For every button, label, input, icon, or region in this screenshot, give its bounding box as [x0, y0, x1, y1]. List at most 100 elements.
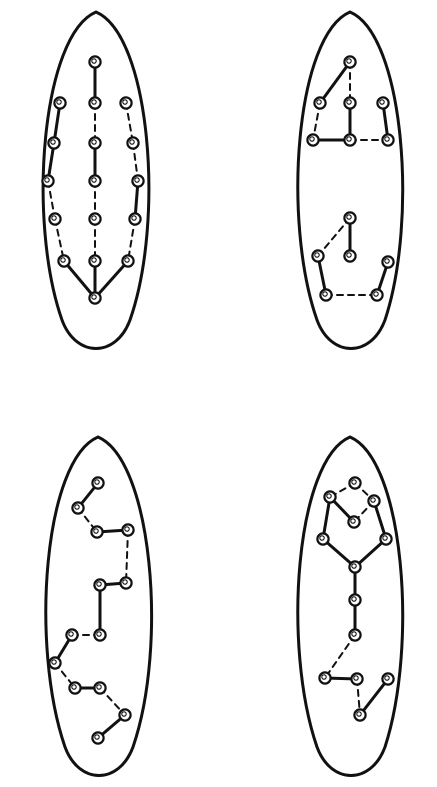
panel-bottom-left-atom — [94, 682, 105, 693]
panel-bottom-right-atom — [354, 709, 365, 720]
panel-top-left-atom — [89, 213, 100, 224]
atom-outer-ring — [320, 289, 331, 300]
atom-outer-ring — [349, 594, 360, 605]
atom-outer-ring — [122, 524, 133, 535]
panel-bottom-right-atom — [380, 533, 391, 544]
panel-bottom-left-atom — [122, 524, 133, 535]
panel-bottom-left-atom — [91, 526, 102, 537]
panel-top-left-atom — [132, 175, 143, 186]
atom-outer-ring — [94, 682, 105, 693]
atom-outer-ring — [69, 682, 80, 693]
panel-bottom-left-atom — [94, 629, 105, 640]
panel-top-left-atom — [42, 175, 53, 186]
panel-top-right-atom — [344, 56, 355, 67]
atom-outer-ring — [54, 97, 65, 108]
atom-outer-ring — [307, 134, 318, 145]
atom-outer-ring — [348, 516, 359, 527]
panel-top-right-atom — [344, 134, 355, 145]
atom-outer-ring — [42, 175, 53, 186]
panel-top-left-atom — [89, 137, 100, 148]
panel-top-left-atom — [89, 56, 100, 67]
panel-bottom-right-atom — [324, 491, 335, 502]
atom-outer-ring — [344, 250, 355, 261]
atom-outer-ring — [72, 502, 83, 513]
panel-bottom-left-atom — [120, 577, 131, 588]
atom-outer-ring — [48, 137, 59, 148]
panel-top-right-atom — [371, 289, 382, 300]
atom-outer-ring — [349, 629, 360, 640]
atom-outer-ring — [368, 495, 379, 506]
panel-top-left-atom — [48, 137, 59, 148]
panel-top-left-atom — [129, 213, 140, 224]
panel-bottom-left-atom — [92, 477, 103, 488]
panel-bottom-left-bond-dashed — [126, 530, 128, 583]
atom-outer-ring — [120, 97, 131, 108]
panel-bottom-left-atom — [72, 502, 83, 513]
atom-outer-ring — [89, 137, 100, 148]
atom-outer-ring — [89, 56, 100, 67]
panel-top-right-atom — [320, 289, 331, 300]
panel-bottom-left-atom — [94, 579, 105, 590]
atom-outer-ring — [92, 477, 103, 488]
panel-top-right-atom — [377, 97, 388, 108]
panel-top-right-bond-solid — [320, 62, 350, 103]
atom-outer-ring — [377, 97, 388, 108]
atom-outer-ring — [324, 491, 335, 502]
panel-bottom-right-atom — [349, 477, 360, 488]
atom-outer-ring — [344, 212, 355, 223]
panel-bottom-right-atom — [349, 561, 360, 572]
atom-outer-ring — [120, 577, 131, 588]
panel-bottom-right-bond-dashed — [325, 635, 355, 678]
panel-bottom-right-atom — [317, 533, 328, 544]
panel-top-left-atom — [122, 255, 133, 266]
panel-top-right-atom — [344, 97, 355, 108]
panel-bottom-right-atom — [319, 672, 330, 683]
atom-outer-ring — [344, 97, 355, 108]
panel-bottom-right-atom — [349, 629, 360, 640]
atom-outer-ring — [49, 213, 60, 224]
panel-top-left-atom — [58, 255, 69, 266]
panel-top-right-atom — [312, 250, 323, 261]
panel-top-left-bond-solid — [95, 261, 128, 298]
atom-outer-ring — [312, 250, 323, 261]
atom-outer-ring — [344, 134, 355, 145]
panel-top-left-atom — [127, 137, 138, 148]
atom-outer-ring — [317, 533, 328, 544]
atom-outer-ring — [94, 629, 105, 640]
panel-bottom-left-atom — [92, 732, 103, 743]
atom-outer-ring — [382, 673, 393, 684]
panel-top-right-atom — [382, 134, 393, 145]
panel-top-left-atom — [54, 97, 65, 108]
panel-top-left-atom — [89, 255, 100, 266]
panel-bottom-right-atom — [348, 516, 359, 527]
atom-outer-ring — [132, 175, 143, 186]
panel-top-left-atom — [120, 97, 131, 108]
atom-outer-ring — [127, 137, 138, 148]
atom-outer-ring — [119, 709, 130, 720]
atom-outer-ring — [371, 289, 382, 300]
panel-bottom-right-atom — [351, 673, 362, 684]
panel-bottom-right-atom — [349, 594, 360, 605]
panel-top-right-bond-dashed — [318, 218, 350, 256]
panel-bottom-right-atom — [368, 495, 379, 506]
atom-outer-ring — [344, 56, 355, 67]
atom-outer-ring — [380, 533, 391, 544]
panel-top-left-atom — [89, 97, 100, 108]
panel-top-right-atom — [307, 134, 318, 145]
atom-outer-ring — [49, 657, 60, 668]
atom-outer-ring — [58, 255, 69, 266]
atom-outer-ring — [89, 213, 100, 224]
panel-bottom-left-atom — [119, 709, 130, 720]
atom-outer-ring — [349, 561, 360, 572]
atom-outer-ring — [92, 732, 103, 743]
panel-top-left-atom — [49, 213, 60, 224]
atom-outer-ring — [66, 629, 77, 640]
panel-top-right-atom — [382, 256, 393, 267]
panel-top-left-atom — [89, 175, 100, 186]
atom-outer-ring — [382, 134, 393, 145]
panel-top-right-atom — [314, 97, 325, 108]
atom-outer-ring — [319, 672, 330, 683]
atom-outer-ring — [382, 256, 393, 267]
atom-outer-ring — [351, 673, 362, 684]
